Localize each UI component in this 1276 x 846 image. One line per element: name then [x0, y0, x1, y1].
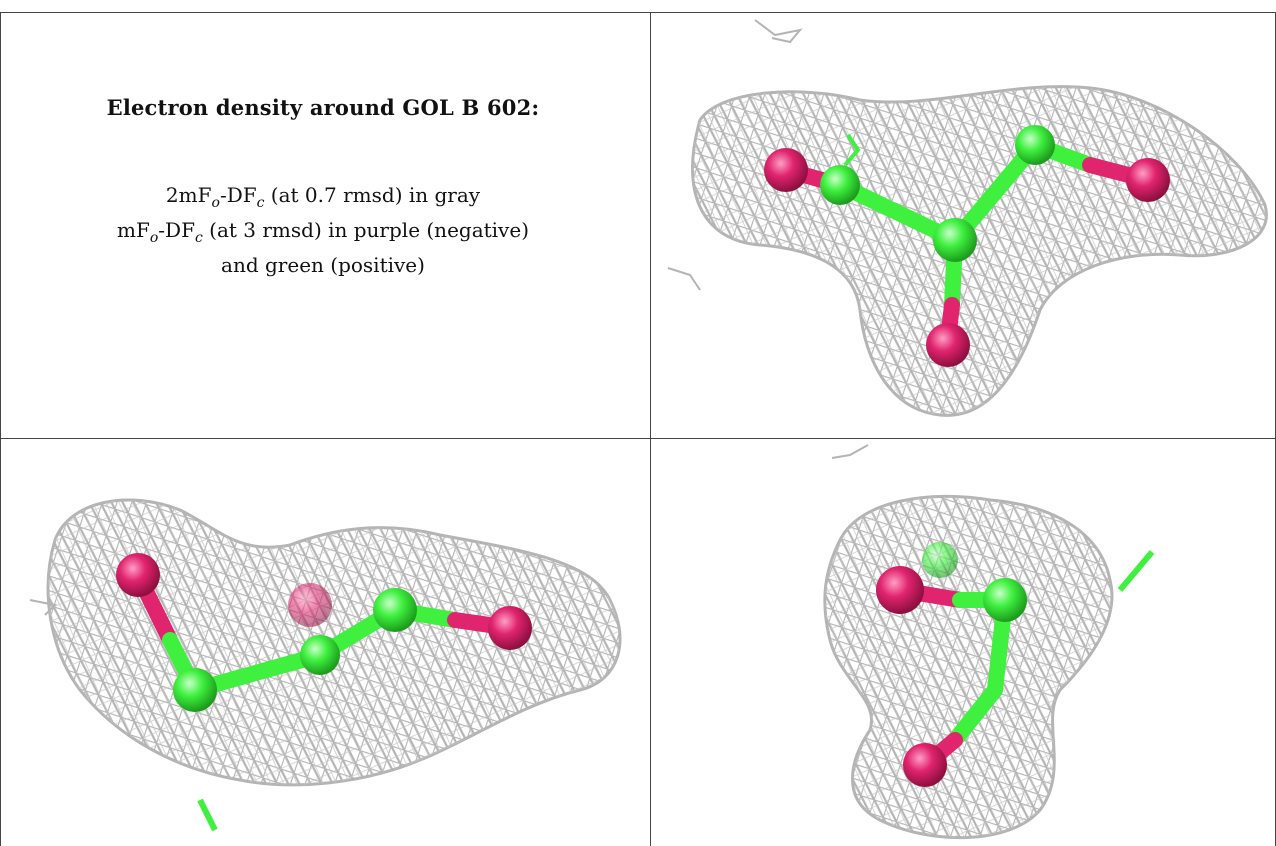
view-bottom-left: [29, 498, 622, 832]
caption-cell: Electron density around GOL B 602: 2mFo-…: [18, 95, 628, 279]
carbon-atom: [983, 578, 1027, 622]
carbon-atom: [300, 635, 340, 675]
oxygen-atom: [926, 323, 970, 367]
legend-line-1: 2mFo-DFc (at 0.7 rmsd) in gray: [165, 183, 481, 211]
carbon-atom: [933, 218, 977, 262]
legend-line-2: mFo-DFc (at 3 rmsd) in purple (negative): [117, 218, 529, 246]
oxygen-atom: [288, 583, 332, 627]
carbon-atom: [173, 668, 217, 712]
table-row-divider: [0, 438, 1276, 439]
carbon-atom: [820, 165, 860, 205]
oxygen-atom: [1126, 158, 1170, 202]
view-top-right: [667, 19, 1268, 417]
caption-title: Electron density around GOL B 602:: [106, 95, 540, 120]
oxygen-atom: [764, 148, 808, 192]
table-middle-divider: [650, 12, 651, 846]
carbon-atom: [373, 588, 417, 632]
oxygen-atom: [903, 743, 947, 787]
legend-line-3: and green (positive): [221, 253, 425, 277]
oxygen-atom: [116, 553, 160, 597]
table-left-border: [0, 12, 1, 846]
oxygen-atom: [876, 566, 924, 614]
carbon-atom: [1015, 125, 1055, 165]
oxygen-atom: [488, 606, 532, 650]
view-bottom-right: [823, 444, 1155, 840]
table-top-border: [0, 12, 1276, 13]
